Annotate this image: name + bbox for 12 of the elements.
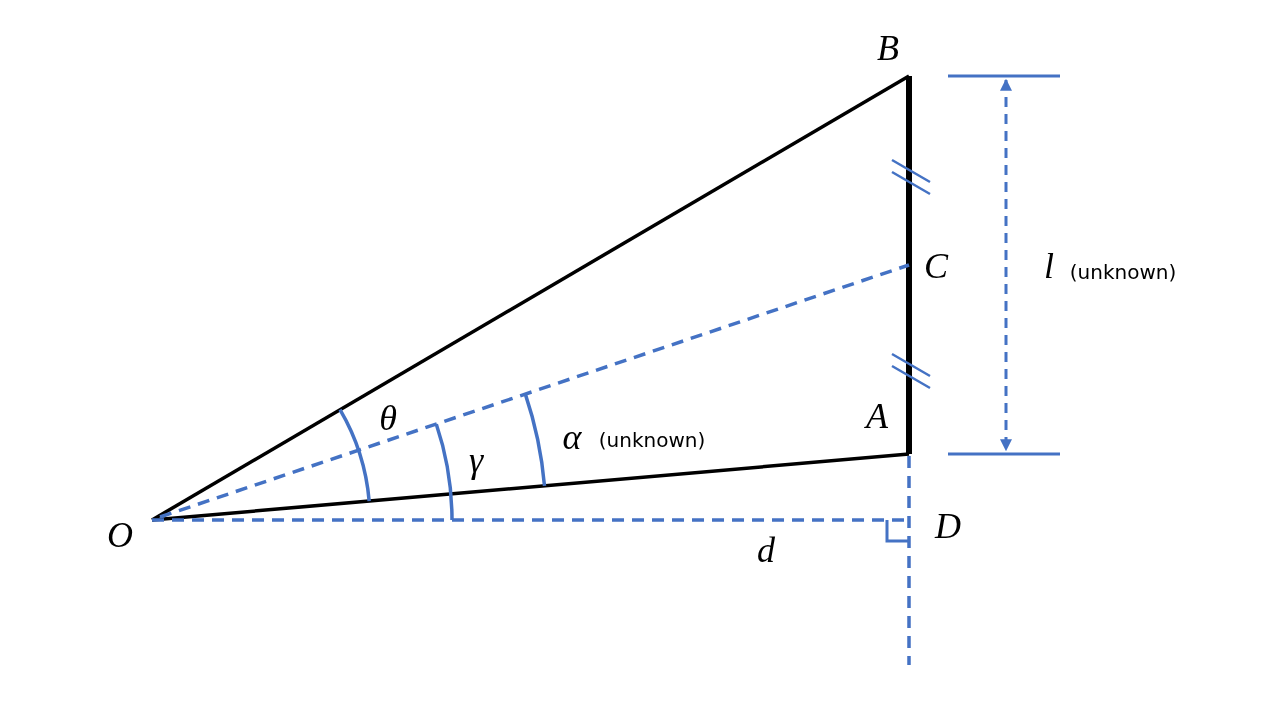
- point-label: B: [877, 27, 899, 69]
- note-text: (unknown): [598, 428, 706, 452]
- point-label: C: [924, 245, 948, 287]
- note-text: (unknown): [1069, 260, 1177, 284]
- point-label: D: [935, 505, 961, 547]
- point-label: A: [866, 395, 888, 437]
- length-label: l: [1044, 245, 1054, 287]
- angle-label: θ: [379, 397, 397, 439]
- length-label: d: [757, 529, 775, 571]
- angle-label: γ: [468, 439, 484, 481]
- angle-label: α: [562, 416, 582, 458]
- point-label: O: [107, 514, 133, 556]
